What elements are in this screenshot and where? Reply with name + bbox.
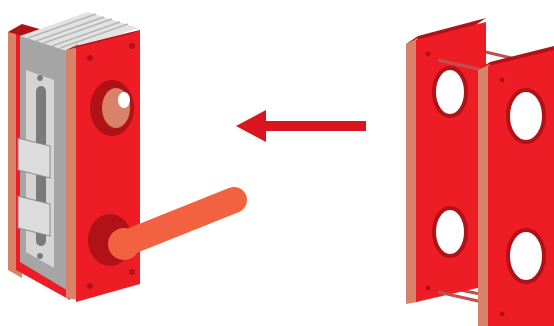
lock-front-plate-side	[66, 44, 78, 300]
escutcheon-plate-front	[478, 46, 554, 326]
plate-screw-tl	[87, 55, 93, 61]
front-plate-hole-top	[506, 88, 546, 144]
back-plate-side	[406, 38, 418, 304]
mortise-lock-assembly	[8, 12, 247, 302]
front-plate-side	[478, 64, 490, 326]
faceplate-screw-top	[37, 75, 43, 81]
lever-handle-bar	[111, 187, 247, 257]
lock-case-top	[20, 12, 138, 52]
direction-arrow-icon	[236, 110, 366, 142]
lock-cylinder-keyhole	[118, 92, 130, 108]
back-plate-screw-bl	[425, 285, 431, 291]
back-plate-hole-bottom	[432, 206, 468, 258]
arrow-shaft	[262, 121, 366, 131]
plate-screw-bl	[87, 283, 93, 289]
lock-case-ribs	[27, 13, 129, 49]
back-plate-screw-tl	[425, 51, 431, 57]
dead-bolt	[17, 195, 51, 237]
latch-bolt	[17, 137, 51, 179]
back-plate-hole-top	[432, 66, 468, 118]
plate-screw-tr	[129, 43, 135, 49]
front-plate-hole-bottom	[506, 228, 546, 284]
escutcheon-plates-pair	[406, 18, 554, 326]
front-plate-screw-bl	[499, 311, 505, 317]
plate-screw-br	[129, 269, 135, 275]
faceplate-screw-bottom	[37, 253, 43, 259]
lever-handle-hub	[108, 228, 140, 260]
lock-front-plate-top	[66, 30, 140, 50]
arrow-head	[236, 110, 266, 142]
front-plate-screw-tl	[499, 77, 505, 83]
escutcheon-plate-back	[406, 18, 486, 304]
